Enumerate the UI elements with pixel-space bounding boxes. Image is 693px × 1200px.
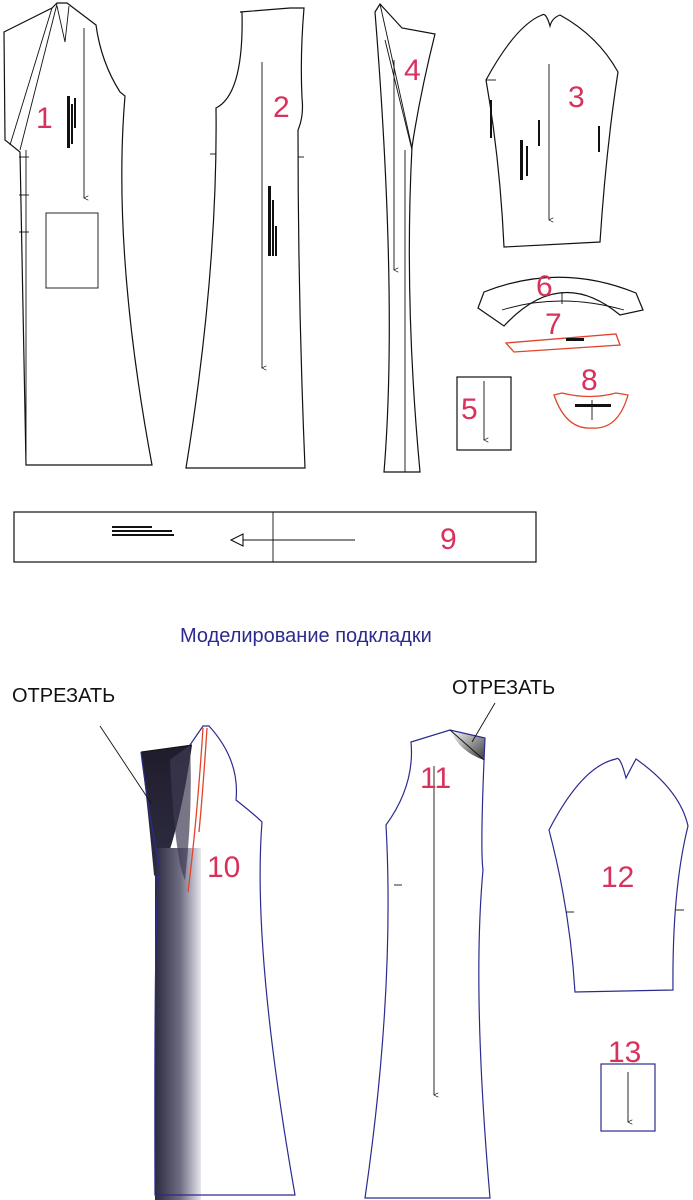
cut-pointer-right (471, 702, 496, 743)
piece-11-back-lining (364, 729, 491, 1199)
piece-number-11: 11 (420, 762, 451, 795)
piece-number-4: 4 (404, 54, 421, 87)
piece-3-markings (490, 100, 600, 180)
piece-number-12: 12 (601, 861, 634, 894)
piece-number-10: 10 (207, 851, 240, 884)
piece-number-13: 13 (608, 1036, 641, 1069)
piece-8-stand (553, 392, 629, 429)
piece-1-front (3, 2, 153, 466)
piece-12-sleeve-lining (548, 757, 689, 993)
piece-2-back (185, 7, 306, 469)
piece-9-markings (112, 526, 174, 536)
piece-13-pocket-lining (600, 1063, 656, 1132)
piece-number-1: 1 (36, 102, 53, 135)
section-title: Моделирование подкладки (180, 625, 432, 647)
cut-label-right: ОТРЕЗАТЬ (452, 677, 555, 699)
piece-6-collar (477, 276, 644, 327)
cut-label-left: ОТРЕЗАТЬ (12, 685, 115, 707)
piece-numbers: 1 2 3 4 5 6 7 8 9 10 11 12 13 (36, 54, 641, 1069)
piece-number-7: 7 (545, 308, 562, 341)
cut-pointer-left (99, 725, 152, 804)
piece-9-belt (13, 511, 537, 563)
piece-2-markings (268, 186, 277, 256)
piece-7-undercollar (504, 333, 621, 353)
piece-number-6: 6 (536, 270, 553, 303)
piece-number-5: 5 (461, 393, 478, 426)
piece-4-facing (374, 3, 436, 473)
piece-number-9: 9 (440, 523, 457, 556)
piece-3-sleeve (485, 13, 619, 248)
piece-number-3: 3 (568, 81, 585, 114)
piece-1-markings (67, 96, 76, 148)
piece-5-pocket (456, 376, 512, 451)
piece-number-2: 2 (273, 91, 290, 124)
piece-number-8: 8 (581, 364, 598, 397)
piece-10-front-lining (140, 725, 296, 1200)
